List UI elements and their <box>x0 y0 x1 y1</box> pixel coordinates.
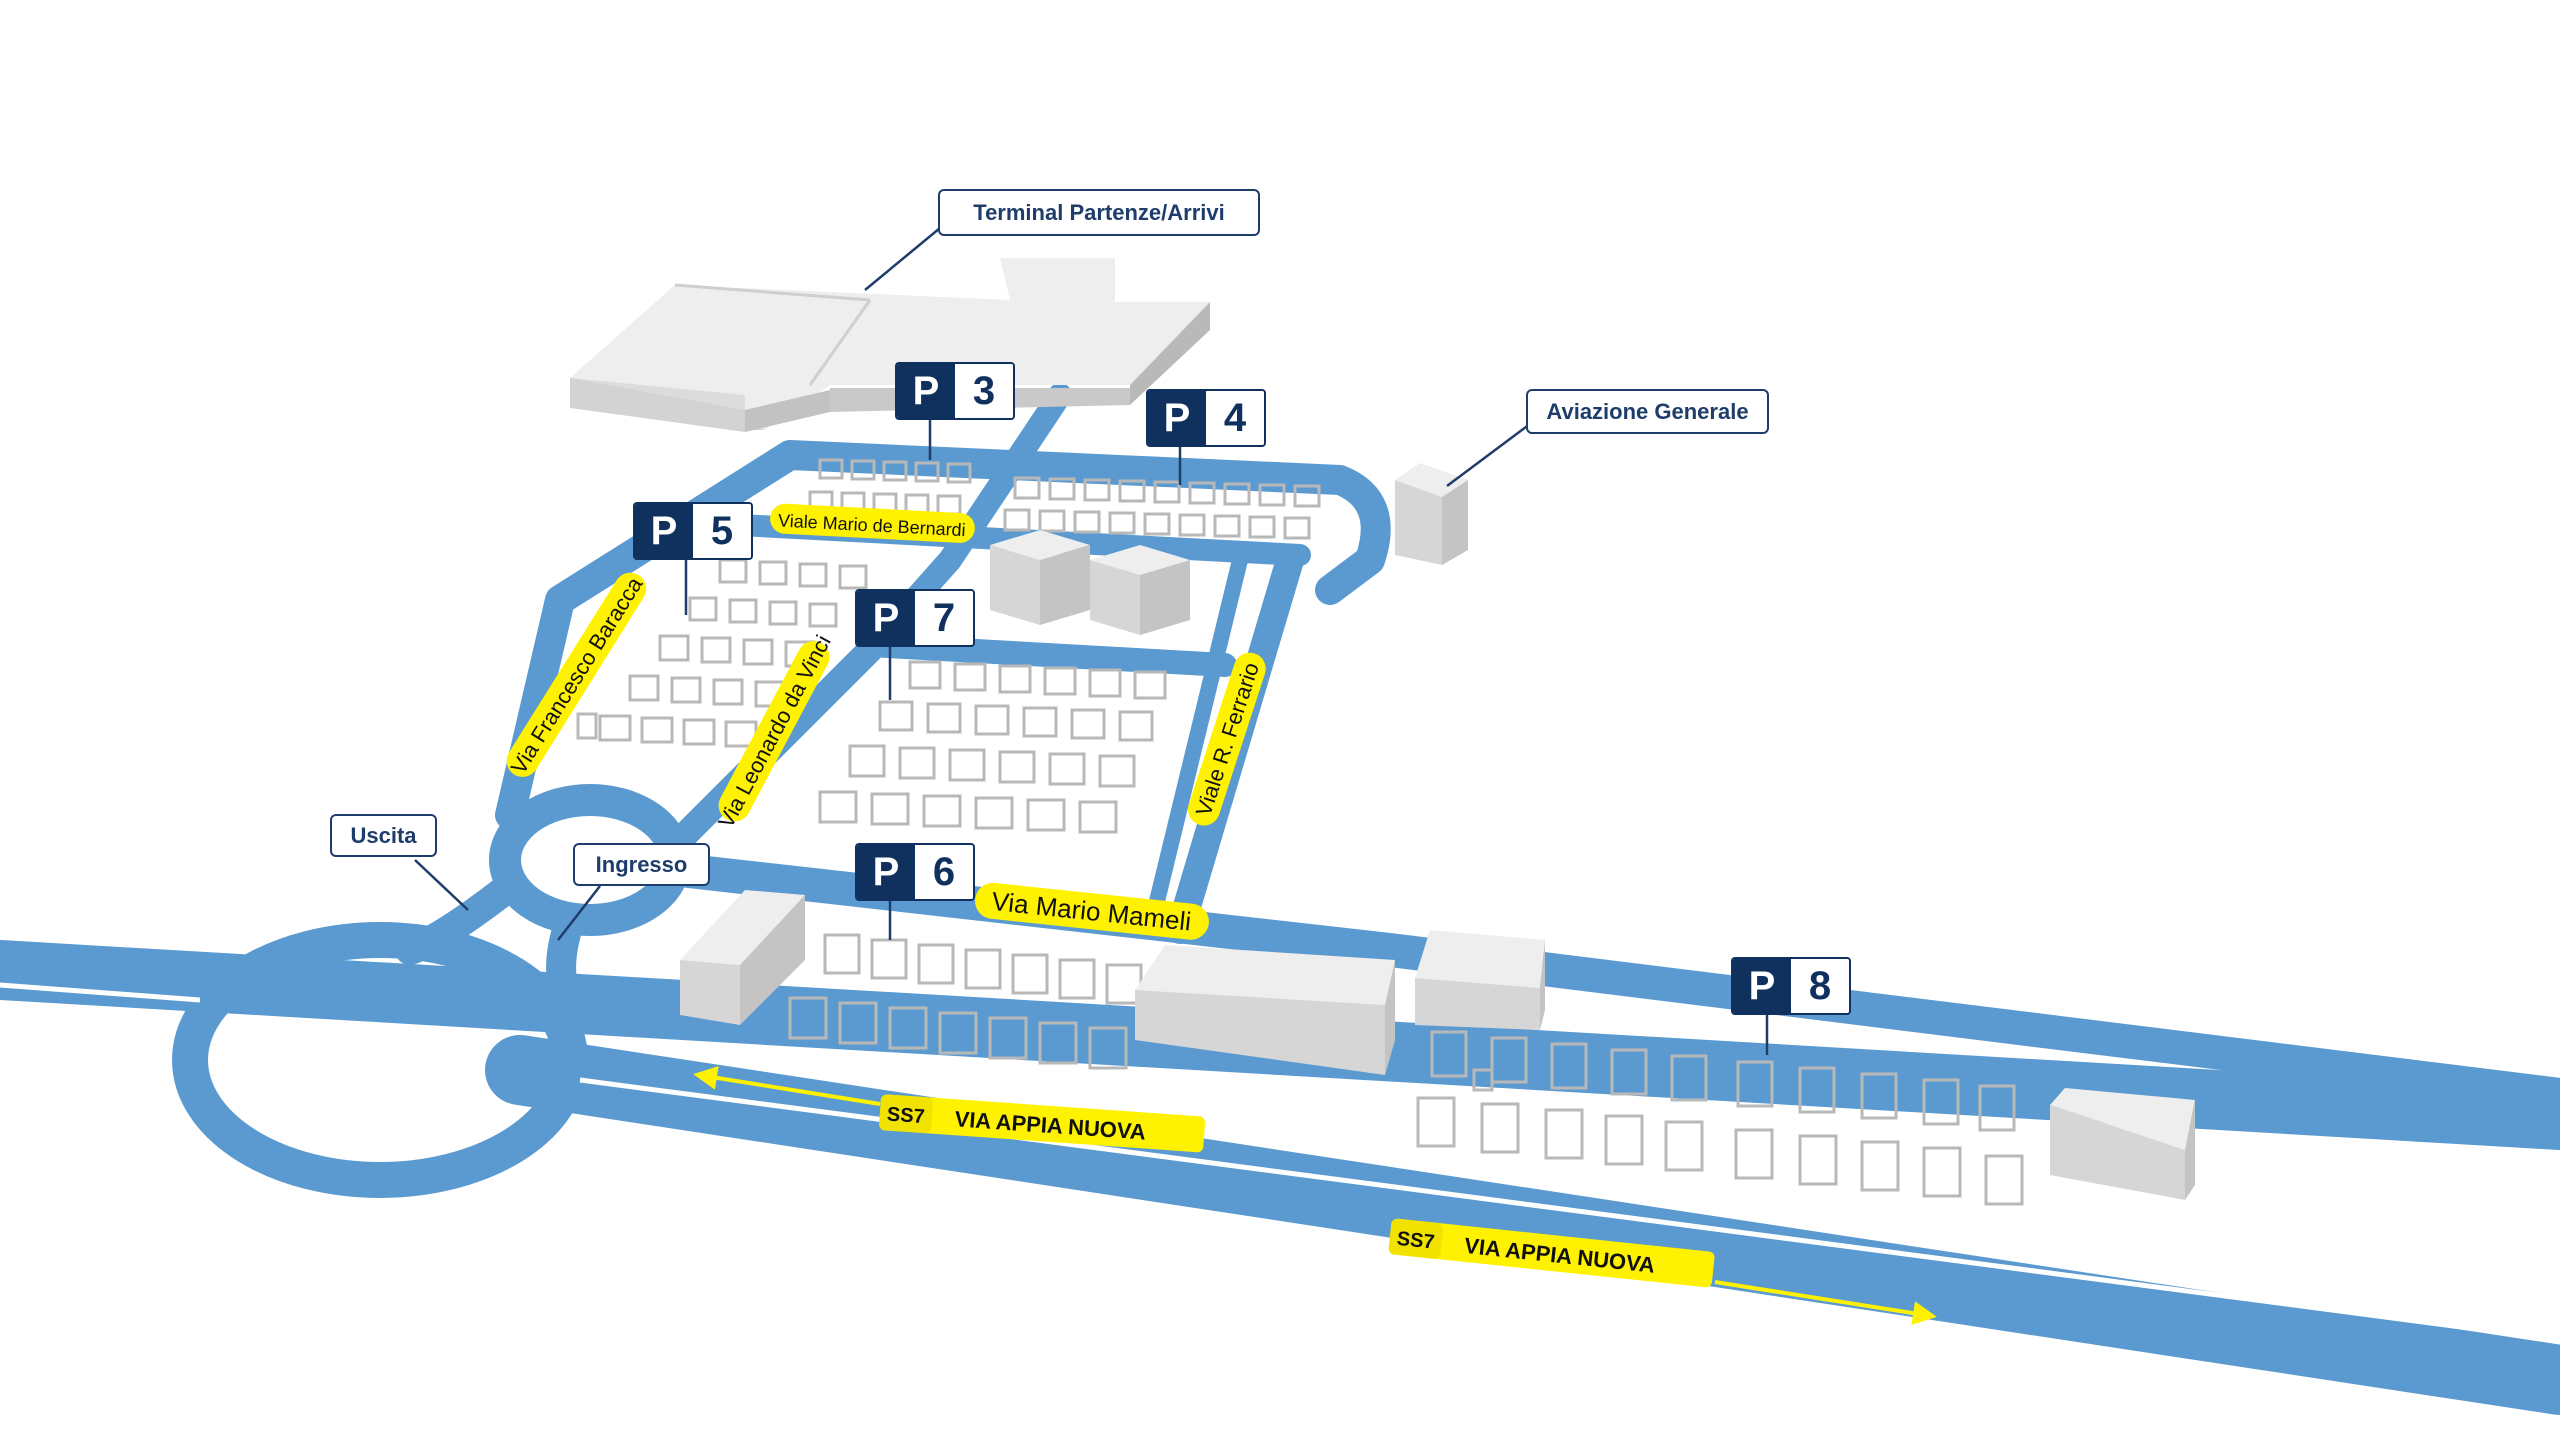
parking-p-icon: P <box>857 845 915 899</box>
highway-code-east: SS7 <box>1396 1228 1436 1254</box>
parking-number-p6: 6 <box>915 845 973 899</box>
parking-sign-p3[interactable]: P 3 <box>895 362 1015 420</box>
buildings <box>570 258 2195 1200</box>
baracca-road <box>495 440 1391 830</box>
p8-building <box>2050 1088 2195 1200</box>
uscita-callout[interactable]: Uscita <box>330 814 437 857</box>
parking-p-icon: P <box>635 504 693 558</box>
parking-p-icon: P <box>1148 391 1206 445</box>
exit-connector <box>395 875 520 965</box>
aviazione-callout[interactable]: Aviazione Generale <box>1526 389 1769 434</box>
central-building-1 <box>990 530 1090 625</box>
arrow-icon <box>1714 1280 1937 1325</box>
parking-number-p8: 8 <box>1791 959 1849 1013</box>
ferrario-road-inner <box>1142 552 1248 938</box>
parking-sign-p8[interactable]: P 8 <box>1731 957 1851 1015</box>
p7-top-road <box>858 633 1237 677</box>
entry-connector <box>546 905 590 1025</box>
road-network <box>0 383 2560 1415</box>
parking-sign-p5[interactable]: P 5 <box>633 502 753 560</box>
aviazione-building <box>1395 463 1468 565</box>
aviazione-callout-text: Aviazione Generale <box>1546 398 1749 424</box>
highway-south-carriageway <box>485 1035 2560 1415</box>
highway-labels: SS7 VIA APPIA NUOVA SS7 VIA APPIA NUOVA <box>693 1066 1937 1325</box>
terminal-building <box>570 258 1210 432</box>
p7-stalls <box>818 660 1167 834</box>
uscita-leader <box>414 859 469 911</box>
main-roundabout <box>172 922 588 1198</box>
arrow-icon <box>693 1066 881 1106</box>
parking-p-icon: P <box>1733 959 1791 1013</box>
highway-label-west: SS7 VIA APPIA NUOVA <box>879 1094 1206 1153</box>
aviazione-leader <box>1446 422 1531 488</box>
p4-stalls <box>1003 476 1321 540</box>
parking-p-icon: P <box>897 364 955 418</box>
parking-number-p4: 4 <box>1206 391 1264 445</box>
parking-number-p7: 7 <box>915 591 973 645</box>
highway-code-west: SS7 <box>886 1104 925 1129</box>
callout-leaders <box>414 227 1769 1055</box>
mameli-long-building <box>1135 945 1395 1075</box>
parking-number-p3: 3 <box>955 364 1013 418</box>
ingresso-callout[interactable]: Ingresso <box>573 843 710 886</box>
uscita-callout-text: Uscita <box>350 822 417 848</box>
p6-left-building <box>680 890 805 1025</box>
terminal-leader <box>864 227 941 291</box>
terminal-callout-text: Terminal Partenze/Arrivi <box>973 199 1225 225</box>
highway-label-east: SS7 VIA APPIA NUOVA <box>1388 1218 1715 1288</box>
ingresso-callout-text: Ingresso <box>595 851 688 877</box>
parking-p-icon: P <box>857 591 915 645</box>
parking-sign-p4[interactable]: P 4 <box>1146 389 1266 447</box>
davinci-text: Via Leonardo da Vinci <box>713 631 836 832</box>
parking-number-p5: 5 <box>693 504 751 558</box>
parking-sign-p6[interactable]: P 6 <box>855 843 975 901</box>
central-building-2 <box>1090 545 1190 635</box>
parking-sign-p7[interactable]: P 7 <box>855 589 975 647</box>
ingresso-leader <box>557 885 601 941</box>
p8-stalls <box>1416 1030 2024 1206</box>
mameli-small-building <box>1415 930 1545 1030</box>
terminal-callout[interactable]: Terminal Partenze/Arrivi <box>938 189 1260 236</box>
